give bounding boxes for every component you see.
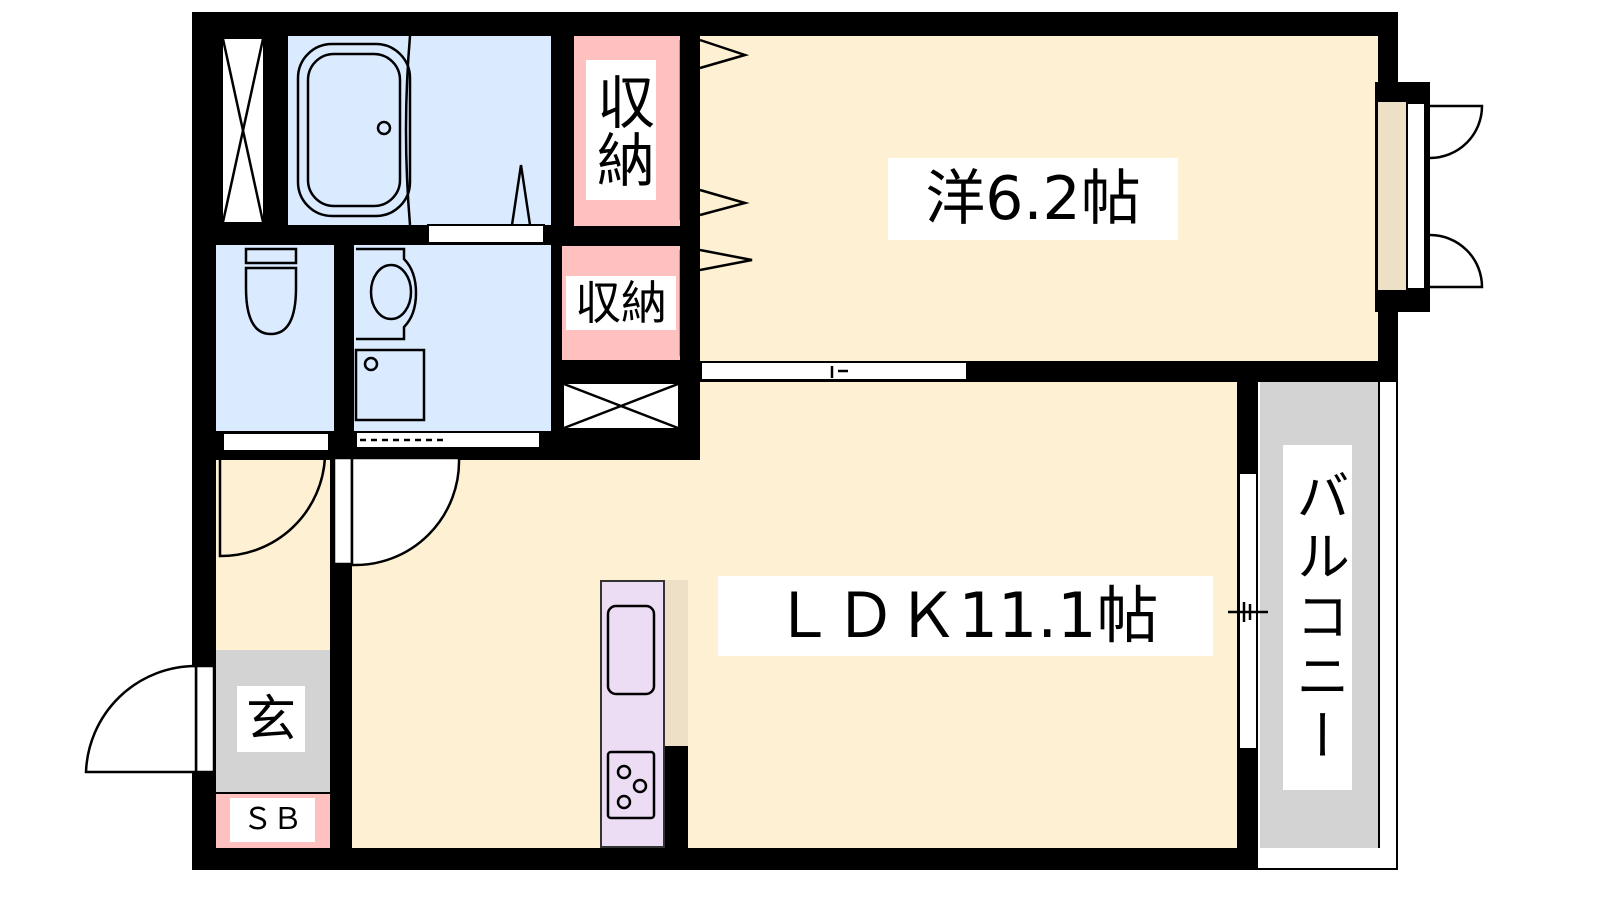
balcony-label: バルコニー xyxy=(1283,445,1352,790)
ldk-label: ＬＤＫ11.1帖 xyxy=(718,576,1213,656)
storage-top-label: 収納 xyxy=(586,60,656,200)
window-sill xyxy=(1378,102,1406,290)
toilet-door-swing xyxy=(218,455,327,558)
storage-door-marker xyxy=(699,38,750,70)
storage-middle-label: 収納 xyxy=(566,276,676,330)
toilet-room xyxy=(216,245,334,431)
ldk-door-swing xyxy=(350,456,461,567)
shoe-box-label: ＳＢ xyxy=(230,798,315,842)
utility-x-line xyxy=(563,382,679,430)
toilet-tank-icon xyxy=(244,247,298,265)
kitchen-wall xyxy=(665,746,688,848)
bathtub-edge xyxy=(404,35,412,226)
bathtub-icon xyxy=(296,42,412,218)
storage-door-marker xyxy=(699,248,753,272)
toilet-threshold xyxy=(222,432,330,452)
toilet-bowl-icon xyxy=(244,266,298,336)
washing-machine-icon xyxy=(354,348,426,422)
ldk-room-upper xyxy=(700,382,1237,462)
bathroom xyxy=(288,36,551,225)
bathtub-inner xyxy=(306,52,402,208)
entrance-label: 玄 xyxy=(237,686,305,752)
bathtub-drain-icon xyxy=(376,120,392,136)
sliding-door-western[interactable] xyxy=(700,361,968,381)
western-room-label: 洋6.2帖 xyxy=(888,158,1178,240)
closet-x-line xyxy=(221,38,265,223)
sink-icon xyxy=(606,604,656,696)
window-casement-top xyxy=(1429,104,1484,160)
entrance-door-swing xyxy=(84,664,198,774)
stove-icon xyxy=(606,750,656,820)
storage-door-marker xyxy=(699,188,750,217)
bathroom-door[interactable] xyxy=(427,224,545,244)
bath-door-marker xyxy=(510,164,532,226)
washroom-sliding-door[interactable] xyxy=(355,431,541,449)
kitchen-side xyxy=(665,580,688,746)
window-casement-bottom xyxy=(1429,233,1484,289)
window-frame[interactable] xyxy=(1406,102,1426,290)
washbasin-icon xyxy=(356,247,418,341)
